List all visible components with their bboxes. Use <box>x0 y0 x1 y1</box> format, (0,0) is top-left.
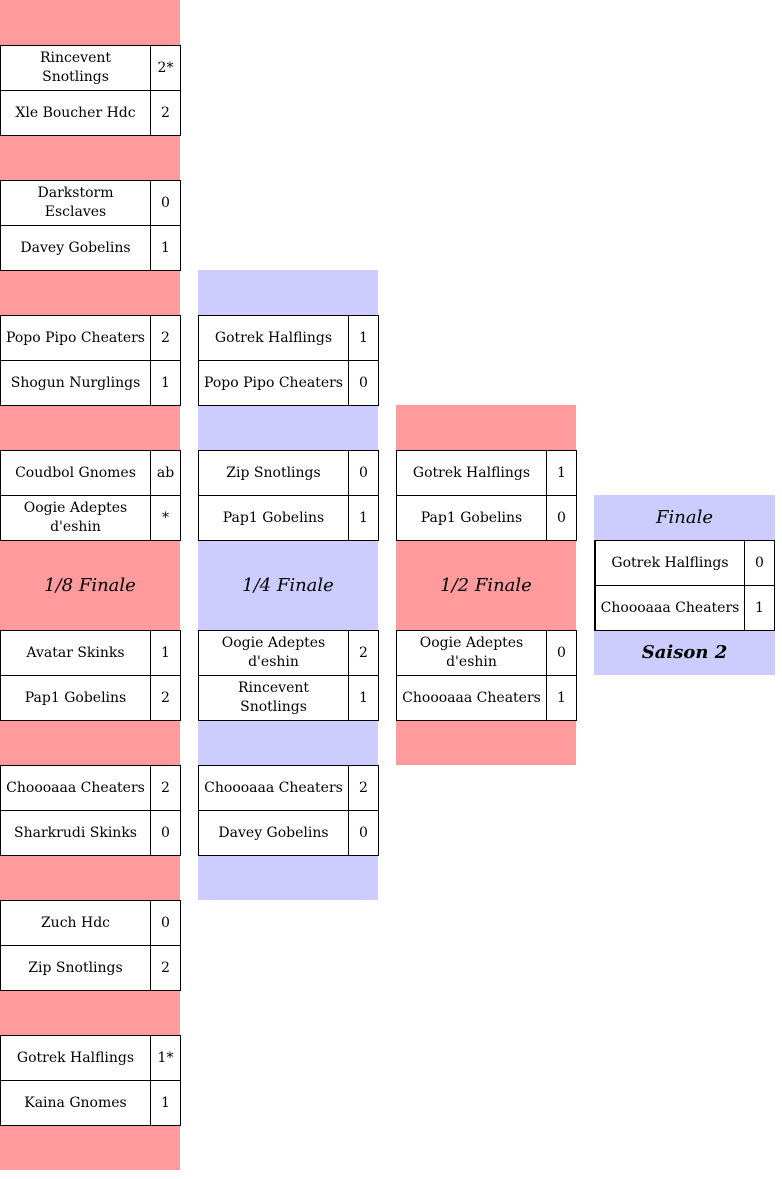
team-name: Davey Gobelins <box>198 810 349 856</box>
team-score: 1 <box>150 360 181 406</box>
team-name: Oogie Adeptes d'eshin <box>198 630 349 676</box>
qf-band <box>198 540 378 630</box>
team-score: 2 <box>150 675 181 721</box>
team-score: ab <box>150 450 181 496</box>
season-label: Saison 2 <box>641 642 728 663</box>
final-band <box>594 630 775 675</box>
team-name: Zuch Hdc <box>0 900 151 946</box>
team-name: Popo Pipo Cheaters <box>0 315 151 361</box>
r16-band <box>0 990 180 1035</box>
team-name: Choooaaa Cheaters <box>0 765 151 811</box>
team-name: Gotrek Halflings <box>0 1035 151 1081</box>
team-name: Sharkrudi Skinks <box>0 810 151 856</box>
sf-band <box>396 405 576 450</box>
r16-band <box>0 135 180 180</box>
team-name: Gotrek Halflings <box>594 540 745 586</box>
r16-band <box>0 1125 180 1170</box>
team-score: 1 <box>546 450 577 496</box>
round-label-qf: 1/4 Finale <box>242 574 334 596</box>
team-name: Pap1 Gobelins <box>396 495 547 541</box>
round-label-sf: 1/2 Finale <box>440 574 532 596</box>
team-score: 1 <box>546 675 577 721</box>
team-score: 2* <box>150 45 181 91</box>
r16-band <box>0 270 180 315</box>
team-name: Rincevent Snotlings <box>0 45 151 91</box>
team-name: Pap1 Gobelins <box>0 675 151 721</box>
team-score: 1 <box>150 1080 181 1126</box>
r16-band <box>0 405 180 450</box>
qf-band <box>198 720 378 765</box>
team-score: 2 <box>150 90 181 136</box>
team-score: 0 <box>150 810 181 856</box>
team-score: 0 <box>546 495 577 541</box>
team-score: 2 <box>150 315 181 361</box>
round-label-r16: 1/8 Finale <box>44 574 136 596</box>
team-name: Choooaaa Cheaters <box>594 585 745 631</box>
team-name: Oogie Adeptes d'eshin <box>0 495 151 541</box>
r16-band <box>0 0 180 45</box>
team-name: Darkstorm Esclaves <box>0 180 151 226</box>
team-score: 1 <box>150 630 181 676</box>
qf-band <box>198 405 378 450</box>
team-name: Kaina Gnomes <box>0 1080 151 1126</box>
team-score: 1 <box>150 225 181 271</box>
team-score: 0 <box>150 180 181 226</box>
qf-band <box>198 270 378 315</box>
team-score: 2 <box>348 630 379 676</box>
r16-band <box>0 720 180 765</box>
team-score: 0 <box>348 450 379 496</box>
r16-band <box>0 540 180 630</box>
qf-band <box>198 855 378 900</box>
team-score: 1 <box>348 675 379 721</box>
team-score: * <box>150 495 181 541</box>
r16-band <box>0 855 180 900</box>
team-name: Avatar Skinks <box>0 630 151 676</box>
team-name: Choooaaa Cheaters <box>198 765 349 811</box>
team-score: 0 <box>348 810 379 856</box>
team-name: Xle Boucher Hdc <box>0 90 151 136</box>
final-band <box>594 495 775 540</box>
team-name: Oogie Adeptes d'eshin <box>396 630 547 676</box>
team-score: 1 <box>744 585 775 631</box>
team-score: 2 <box>150 945 181 991</box>
sf-band <box>396 540 576 630</box>
team-name: Zip Snotlings <box>0 945 151 991</box>
team-score: 1* <box>150 1035 181 1081</box>
team-name: Gotrek Halflings <box>396 450 547 496</box>
team-name: Gotrek Halflings <box>198 315 349 361</box>
team-name: Popo Pipo Cheaters <box>198 360 349 406</box>
team-score: 0 <box>546 630 577 676</box>
team-score: 2 <box>150 765 181 811</box>
sf-band <box>396 720 576 765</box>
team-score: 0 <box>744 540 775 586</box>
team-name: Rincevent Snotlings <box>198 675 349 721</box>
team-score: 2 <box>348 765 379 811</box>
team-score: 1 <box>348 315 379 361</box>
team-name: Zip Snotlings <box>198 450 349 496</box>
round-label-final: Finale <box>656 507 713 528</box>
team-name: Davey Gobelins <box>0 225 151 271</box>
team-score: 0 <box>348 360 379 406</box>
team-name: Shogun Nurglings <box>0 360 151 406</box>
team-name: Choooaaa Cheaters <box>396 675 547 721</box>
team-score: 0 <box>150 900 181 946</box>
team-name: Coudbol Gnomes <box>0 450 151 496</box>
team-name: Pap1 Gobelins <box>198 495 349 541</box>
team-score: 1 <box>348 495 379 541</box>
